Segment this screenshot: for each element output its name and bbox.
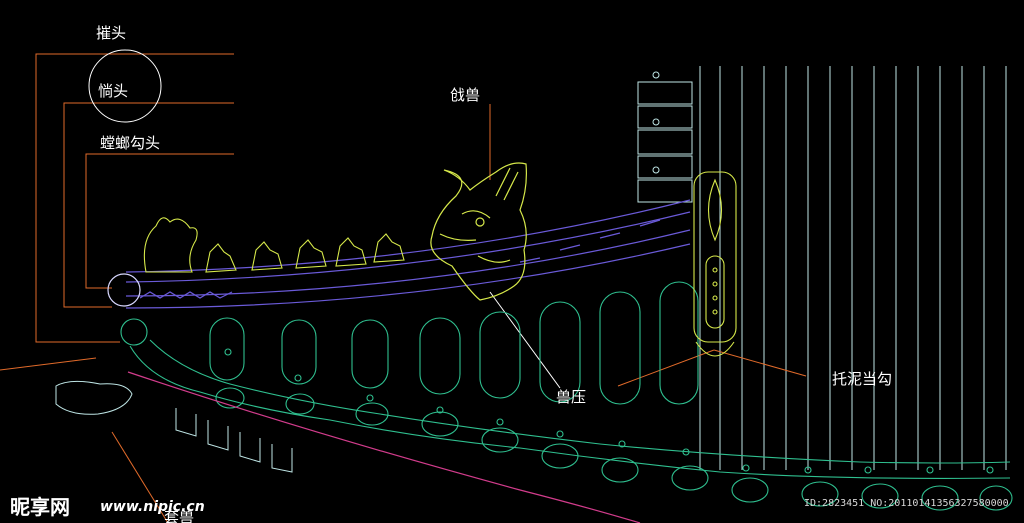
ridge-beasts — [143, 217, 405, 273]
qianshou-beast — [430, 162, 527, 301]
rafter-lines — [699, 66, 1007, 470]
label-tanglang: 螳螂勾头 — [100, 134, 160, 152]
ridge — [125, 199, 691, 309]
barrel-tiles — [120, 281, 1013, 511]
label-bottom: 套兽 — [164, 508, 194, 523]
watermark-url: www.nipic.cn — [100, 499, 205, 515]
label-tiaotou: 惝头 — [98, 82, 128, 100]
column-ornament — [693, 171, 737, 357]
eave-line — [127, 371, 641, 523]
label-tuoni: 托泥当勾 — [832, 370, 892, 388]
label-chetou: 摧头 — [96, 24, 126, 42]
label-shouya: 兽压 — [556, 388, 586, 406]
label-qianshou: 戗兽 — [450, 86, 480, 104]
column-blocks — [637, 71, 693, 203]
leader-lines — [0, 53, 807, 523]
watermark-id: ID:2823451 NO:20110141356327580000 — [804, 498, 1009, 509]
shouya-leader — [489, 291, 561, 389]
tiaotou-circle — [88, 49, 162, 123]
watermark-logo: 昵享网 — [10, 495, 70, 519]
ridge-end-circle — [107, 273, 141, 307]
bracket — [55, 380, 293, 473]
